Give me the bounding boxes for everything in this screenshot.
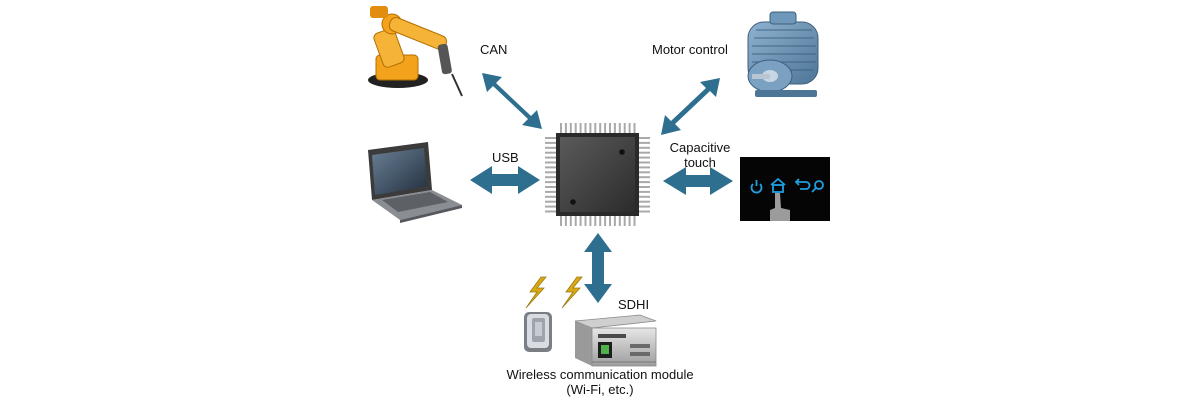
electric-motor-icon: [747, 11, 819, 97]
connection-arrows: [470, 73, 733, 303]
usb-arrow: [470, 166, 540, 194]
wireless-module-label-line1: Wireless communication module: [506, 367, 694, 382]
sd-card-reader-icon: [574, 314, 657, 367]
wireless-module-icon: [524, 312, 552, 352]
sdhi-label: SDHI: [618, 297, 650, 312]
capacitive-touch-label-line2: touch: [684, 155, 716, 170]
microcontroller-chip-icon: [545, 123, 650, 226]
can-arrow: [482, 73, 542, 129]
touch-panel-icon: [740, 157, 830, 221]
laptop-icon: [368, 142, 462, 223]
wireless-signal-icon: [525, 276, 583, 309]
wireless-module-label-line2: (Wi-Fi, etc.): [566, 382, 634, 397]
capacitive-touch-label-line1: Capacitive: [669, 140, 731, 155]
can-label: CAN: [480, 42, 508, 57]
industrial-robot-icon: [368, 6, 463, 97]
motor-control-label: Motor control: [652, 42, 728, 57]
sdhi-arrow: [584, 233, 612, 303]
motor-control-arrow: [661, 78, 720, 135]
usb-label: USB: [492, 150, 519, 165]
capacitive-touch-arrow: [663, 167, 733, 195]
